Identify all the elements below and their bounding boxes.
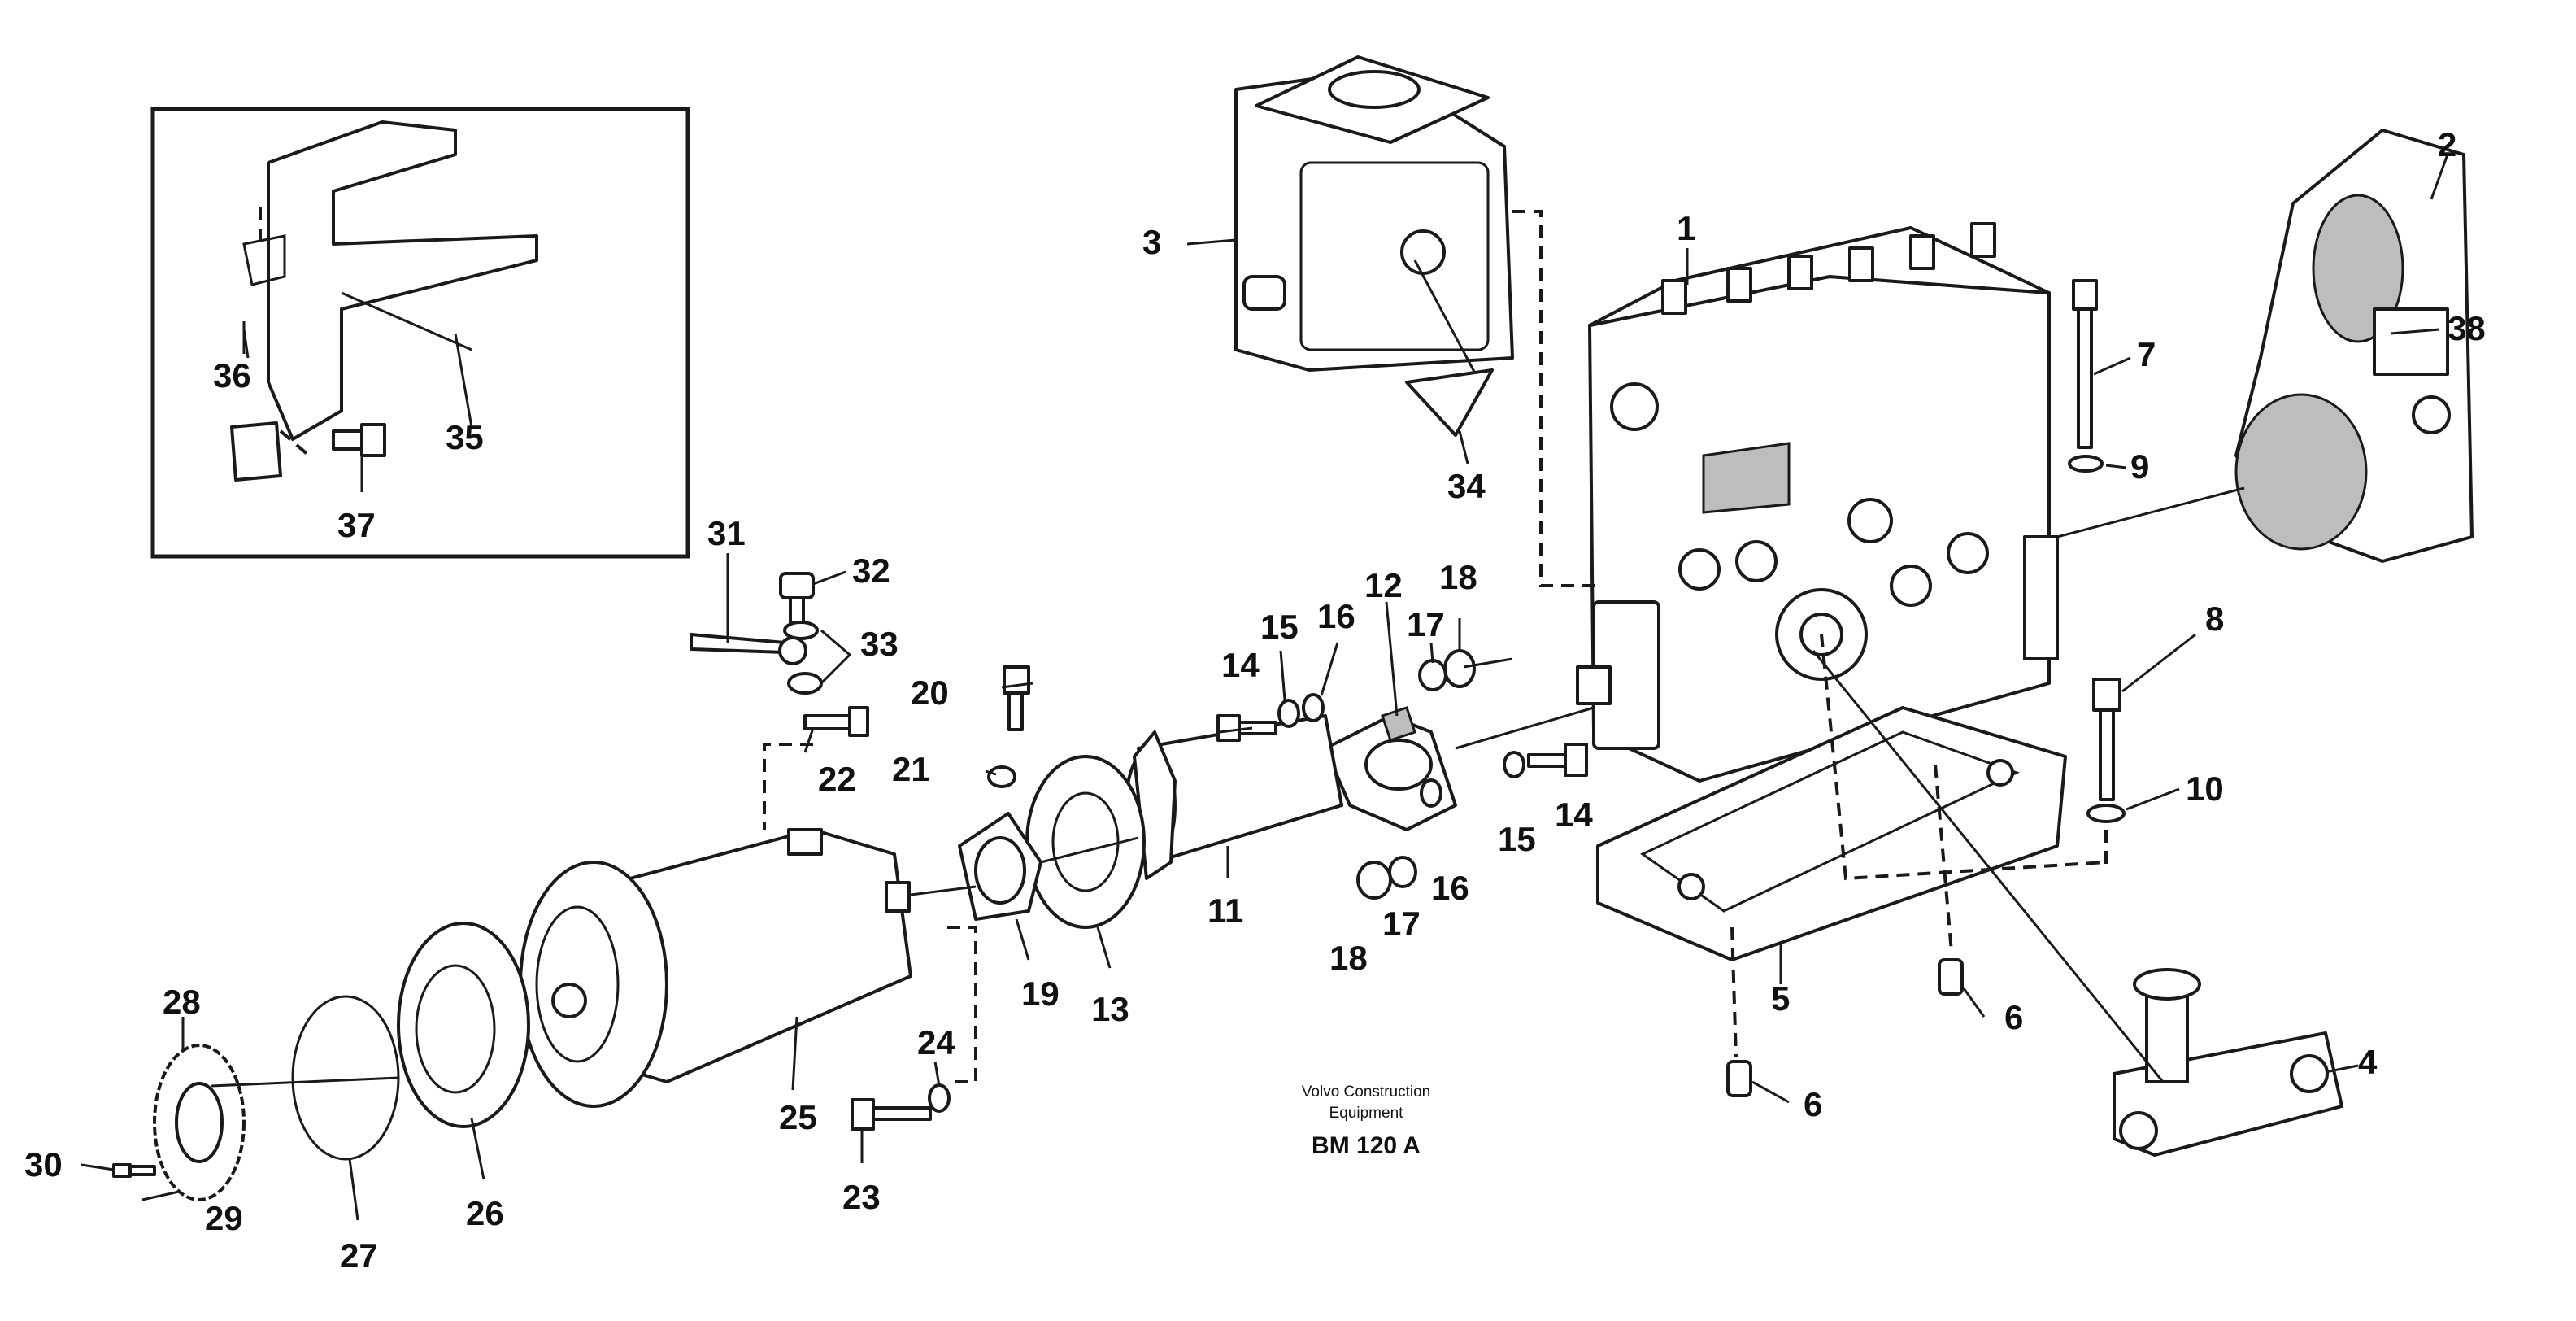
washer-15-a (1277, 699, 1300, 728)
callout-19: 19 (1021, 974, 1060, 1013)
bolt-7 (2072, 279, 2098, 449)
bolt-32 (779, 572, 815, 624)
inset-detail-box (150, 107, 690, 559)
flange-26 (397, 922, 530, 1128)
pin-29 (141, 1190, 180, 1201)
callout-21: 21 (892, 750, 930, 788)
bolt-23 (851, 1098, 932, 1131)
callout-12: 12 (1364, 566, 1403, 604)
injection-pump-1 (1576, 222, 2059, 783)
bolt-14-b (1527, 743, 1588, 777)
callout-15-b: 15 (1498, 820, 1536, 858)
bolt-22 (803, 706, 869, 737)
assembly-dash-lines (763, 210, 2108, 1083)
callout-26: 26 (466, 1194, 504, 1232)
washer-16-a (1302, 693, 1325, 722)
callout-24: 24 (917, 1023, 955, 1062)
gear-28 (153, 1044, 246, 1201)
coupling-12 (1324, 706, 1457, 831)
callout-7: 7 (2137, 335, 2156, 373)
banjo-31 (778, 636, 807, 665)
bracket-35 (267, 120, 538, 441)
callout-1: 1 (1677, 209, 1695, 247)
nut-17-b (1388, 856, 1417, 888)
callout-6-b: 6 (1804, 1085, 1822, 1123)
callout-labels: 1 2 3 4 5 6 6 7 8 9 10 11 12 13 14 14 15… (24, 125, 2486, 1275)
callout-31: 31 (707, 514, 746, 552)
callout-4: 4 (2358, 1043, 2378, 1081)
callout-38: 38 (2448, 309, 2486, 347)
callout-30: 30 (24, 1145, 63, 1184)
nut-17-a (1418, 659, 1447, 691)
governor-2 (2234, 129, 2474, 563)
feed-pump-4 (2113, 968, 2343, 1157)
callout-14-a: 14 (1221, 646, 1260, 684)
callout-34: 34 (1447, 467, 1486, 505)
callout-20: 20 (911, 674, 949, 712)
washer-10 (2086, 804, 2126, 823)
callout-14-b: 14 (1555, 796, 1593, 834)
callout-32: 32 (852, 552, 890, 590)
callout-6-a: 6 (2004, 998, 2023, 1036)
callout-22: 22 (818, 760, 856, 798)
callout-25: 25 (779, 1098, 817, 1136)
callout-8: 8 (2205, 599, 2224, 638)
callout-15-a: 15 (1260, 608, 1299, 646)
callout-35: 35 (446, 418, 484, 456)
unit-25 (519, 828, 912, 1108)
drawing-caption: Volvo Construction Equipment BM 120 A (1302, 1083, 1430, 1159)
clip-34 (1405, 368, 1494, 437)
dowel-6-b (1726, 1060, 1752, 1097)
washer-24 (928, 1083, 951, 1113)
callout-9: 9 (2130, 447, 2149, 486)
washer-16-b (1420, 778, 1442, 808)
callout-17-a: 17 (1407, 605, 1445, 643)
washer-9 (2068, 455, 2104, 473)
caption-company-line1: Volvo Construction (1302, 1083, 1430, 1101)
callout-23: 23 (842, 1178, 881, 1216)
callout-16-b: 16 (1431, 869, 1469, 907)
callout-10: 10 (2186, 769, 2224, 808)
callout-2: 2 (2438, 125, 2456, 163)
callout-29: 29 (205, 1199, 243, 1237)
washer-21 (987, 765, 1016, 788)
callout-28: 28 (163, 983, 201, 1021)
callout-27: 27 (340, 1236, 378, 1275)
washer-33-b (787, 672, 823, 695)
callout-33: 33 (860, 625, 899, 663)
bolt-20 (1003, 665, 1030, 731)
caption-company-line2: Equipment (1329, 1105, 1404, 1122)
callout-13: 13 (1091, 990, 1129, 1028)
leader-lines (80, 154, 2449, 1221)
pipe-31 (690, 633, 786, 654)
bolt-30 (112, 1163, 156, 1178)
washer-15-b (1503, 751, 1525, 778)
callout-37: 37 (337, 506, 376, 544)
callout-11: 11 (1208, 892, 1243, 930)
cover-3 (1234, 55, 1514, 383)
callout-3: 3 (1142, 223, 1161, 261)
bolt-37 (332, 423, 386, 457)
base-plate-5 (1596, 706, 2067, 961)
callout-5: 5 (1771, 979, 1790, 1018)
caption-drawing-code: BM 120 A (1312, 1132, 1421, 1159)
nut-18-b (1356, 861, 1392, 900)
callout-16-a: 16 (1317, 597, 1355, 635)
bolt-14-a (1216, 714, 1277, 742)
flange-19 (958, 812, 1042, 921)
callout-36: 36 (213, 356, 251, 395)
nut-18-a (1443, 649, 1476, 688)
callout-18-b: 18 (1329, 939, 1368, 977)
callout-18-a: 18 (1439, 558, 1477, 596)
callout-17-b: 17 (1382, 905, 1421, 943)
axis-lines (211, 486, 2245, 1088)
dowel-6-a (1938, 958, 1964, 996)
bolt-8 (2092, 678, 2121, 801)
washer-33-a (783, 621, 819, 640)
